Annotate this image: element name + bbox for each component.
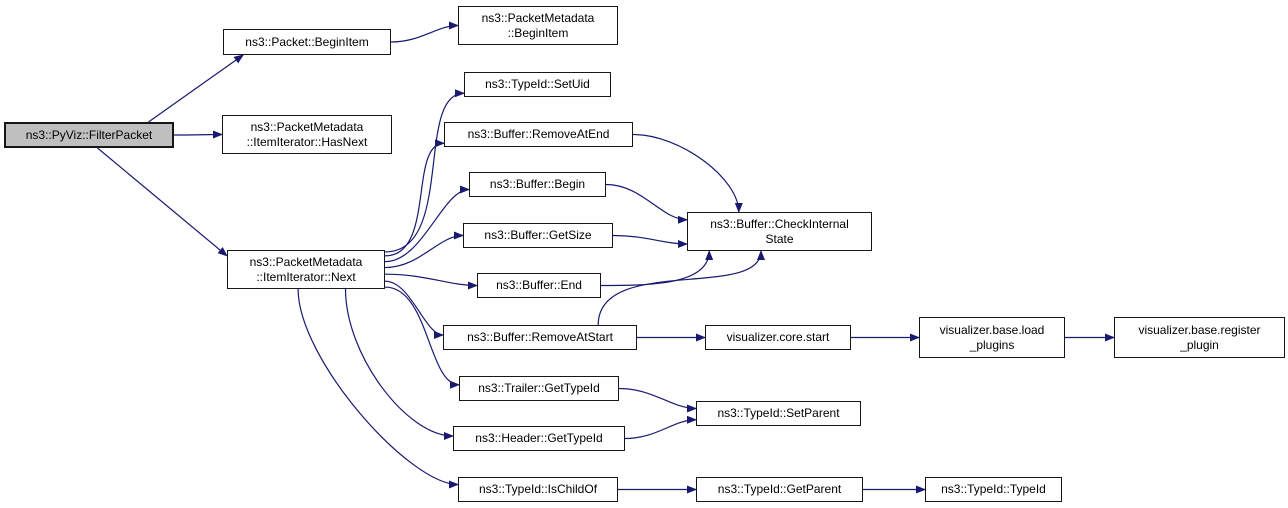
edge-removeAtEnd-checkInternal [632, 133, 743, 213]
graph-node-label: ns3::TypeId::TypeId [941, 482, 1046, 496]
graph-node-label: ns3::Packet::BeginItem [245, 34, 369, 49]
edge-filter-next [97, 147, 228, 257]
graph-node-label: ns3::TypeId::GetParent [717, 482, 842, 496]
graph-node-begin[interactable]: ns3::Buffer::Begin [469, 172, 606, 197]
graph-node-label: ns3::TypeId::IsChildOf [478, 482, 598, 496]
graph-node-removeAtStart[interactable]: ns3::Buffer::RemoveAtStart [443, 325, 637, 350]
graph-node-label: visualizer.base.register [1138, 322, 1261, 337]
graph-node-hasNext[interactable]: ns3::PacketMetadata::ItemIterator::HasNe… [222, 115, 392, 154]
edge-end-checkInternal [600, 250, 714, 287]
edge-next-begin [384, 185, 470, 263]
edge-next-getSize [384, 231, 464, 269]
graph-node-registerPlugin[interactable]: visualizer.base.register_plugin [1114, 317, 1285, 358]
graph-node-label: _plugins [969, 337, 1015, 352]
graph-node-label: _plugin [1180, 337, 1219, 352]
graph-node-label: ns3::Buffer::End [496, 278, 582, 292]
graph-node-getSize[interactable]: ns3::Buffer::GetSize [463, 223, 613, 248]
edge-removeAtStart-checkInternal [597, 250, 765, 326]
graph-node-loadPlugins[interactable]: visualizer.base.load_plugins [919, 317, 1065, 358]
graph-node-end[interactable]: ns3::Buffer::End [477, 273, 601, 298]
edge-filter-packetBeginItem [148, 54, 244, 123]
edge-next-isChildOf [297, 288, 459, 489]
edge-trailerGetTypeId-setParent [618, 387, 697, 413]
graph-node-label: ns3::PacketMetadata [481, 10, 595, 25]
graph-node-packetBeginItem[interactable]: ns3::Packet::BeginItem [223, 29, 391, 55]
graph-node-typeIdTypeId[interactable]: ns3::TypeId::TypeId [925, 477, 1062, 502]
graph-node-isChildOf[interactable]: ns3::TypeId::IsChildOf [458, 477, 618, 502]
graph-node-label: State [765, 231, 794, 246]
graph-node-setUid[interactable]: ns3::TypeId::SetUid [464, 72, 611, 97]
edge-getSize-checkInternal [612, 234, 688, 248]
graph-node-label: visualizer.base.load [939, 322, 1045, 337]
graph-node-label: ns3::TypeId::SetUid [485, 77, 590, 91]
edge-next-removeAtStart [384, 280, 444, 339]
edge-filter-hasNext [173, 130, 223, 139]
graph-node-label: ns3::PacketMetadata [250, 119, 364, 134]
graph-node-removeAtEnd[interactable]: ns3::Buffer::RemoveAtEnd [444, 122, 633, 147]
graph-node-trailerGetTypeId[interactable]: ns3::Trailer::GetTypeId [459, 376, 619, 401]
graph-node-label: ns3::PyViz::FilterPacket [25, 127, 153, 142]
edge-next-end [384, 273, 478, 290]
graph-node-label: ::BeginItem [507, 25, 569, 40]
graph-node-filter[interactable]: ns3::PyViz::FilterPacket [4, 122, 174, 148]
graph-node-label: ns3::Header::GetTypeId [475, 431, 603, 445]
graph-node-label: ns3::TypeId::SetParent [717, 406, 840, 420]
graph-node-label: ns3::Buffer::RemoveAtEnd [467, 127, 610, 141]
edge-next-removeAtEnd [384, 139, 445, 257]
edge-next-trailerGetTypeId [384, 286, 460, 389]
edge-packetBeginItem-pmBeginItem [390, 21, 459, 43]
graph-node-label: ns3::PacketMetadata [249, 254, 363, 269]
edge-headerGetTypeId-setParent [624, 415, 697, 440]
graph-node-label: ns3::Trailer::GetTypeId [478, 381, 600, 395]
graph-node-label: visualizer.core.start [726, 330, 830, 344]
graph-node-coreStart[interactable]: visualizer.core.start [705, 325, 851, 350]
graph-node-label: ns3::Buffer::RemoveAtStart [467, 330, 613, 344]
graph-node-pmBeginItem[interactable]: ns3::PacketMetadata::BeginItem [458, 6, 618, 45]
graph-node-label: ::ItemIterator::HasNext [246, 134, 368, 149]
graph-node-label: ns3::Buffer::GetSize [484, 228, 592, 242]
graph-node-label: ::ItemIterator::Next [256, 269, 356, 284]
graph-node-label: ns3::Buffer::Begin [489, 177, 586, 191]
graph-node-next[interactable]: ns3::PacketMetadata::ItemIterator::Next [227, 250, 385, 289]
graph-node-getParent[interactable]: ns3::TypeId::GetParent [696, 477, 863, 502]
graph-node-label: ns3::Buffer::CheckInternal [710, 216, 849, 231]
graph-node-setParent[interactable]: ns3::TypeId::SetParent [696, 401, 861, 426]
edge-next-headerGetTypeId [344, 288, 454, 440]
edge-begin-checkInternal [605, 183, 688, 224]
graph-node-headerGetTypeId[interactable]: ns3::Header::GetTypeId [453, 426, 625, 451]
